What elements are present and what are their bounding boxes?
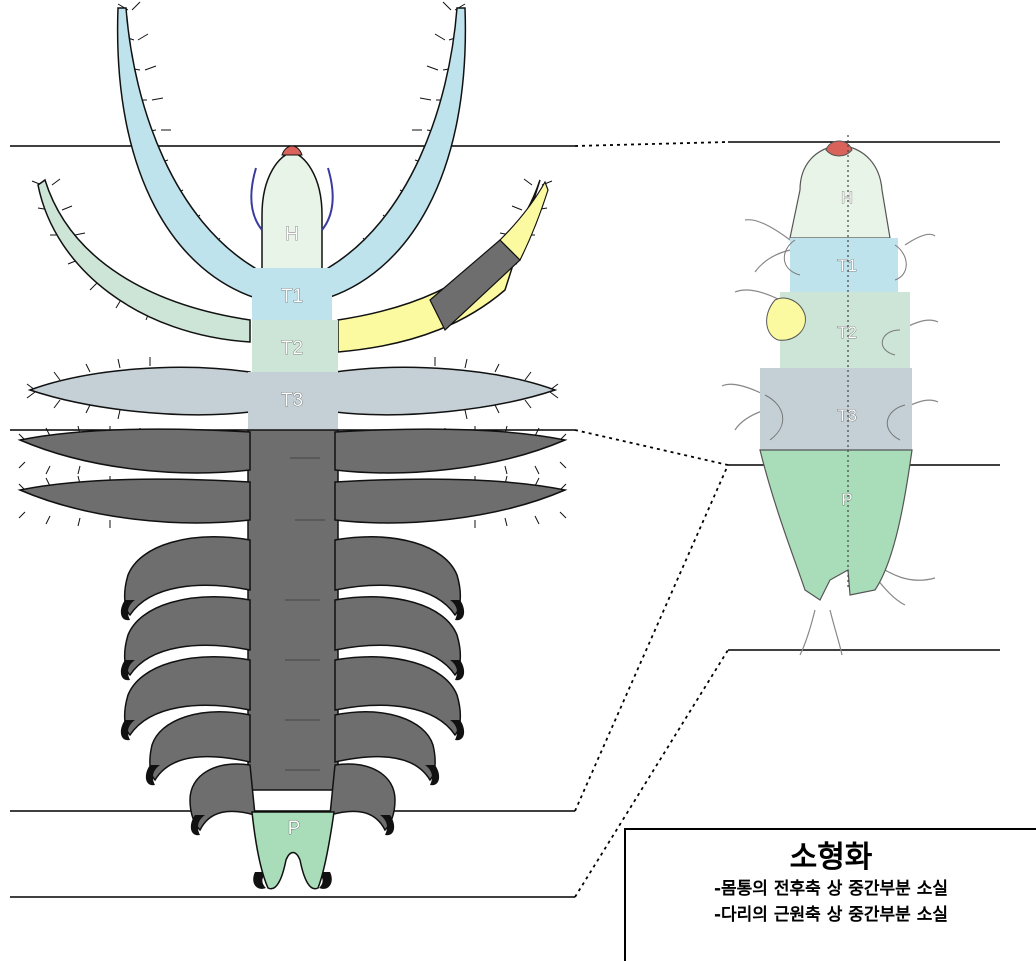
front-left-appendage xyxy=(118,8,262,300)
right-body-t3 xyxy=(760,368,912,450)
left-label-p: P xyxy=(288,818,301,839)
right-label-t2: T2 xyxy=(837,323,857,342)
right-label-p: P xyxy=(841,490,852,509)
t3-left-appendage xyxy=(30,367,250,414)
left-label-h: H xyxy=(285,224,299,245)
right-body-p xyxy=(760,450,912,600)
left-label-t1: T1 xyxy=(281,286,303,307)
left-label-t2: T2 xyxy=(281,338,303,359)
t3-right-appendage xyxy=(335,367,555,414)
caption-line-1: -몸통의 전후축 상 중간부분 소실 xyxy=(626,876,1036,902)
caption-line-2: -다리의 근원축 상 중간부분 소실 xyxy=(626,902,1036,928)
left-organism: H T1 T2 T3 P xyxy=(19,2,566,889)
right-label-t3: T3 xyxy=(837,406,857,425)
right-label-h: H xyxy=(841,188,853,207)
left-label-t3: T3 xyxy=(281,390,303,411)
front-right-appendage xyxy=(321,8,465,300)
right-body-head-tip xyxy=(826,141,852,156)
head-right-spine xyxy=(322,168,333,230)
miniaturization-caption-box: 소형화 -몸통의 전후축 상 중간부분 소실 -다리의 근원축 상 중간부분 소… xyxy=(624,828,1036,961)
head-left-spine xyxy=(251,168,262,230)
right-organism: H T1 T2 T3 P xyxy=(722,135,938,655)
caption-title: 소형화 xyxy=(626,840,1036,876)
head-tip-red xyxy=(282,146,302,155)
right-label-t1: T1 xyxy=(837,256,857,275)
dotted-connectors xyxy=(575,142,728,897)
